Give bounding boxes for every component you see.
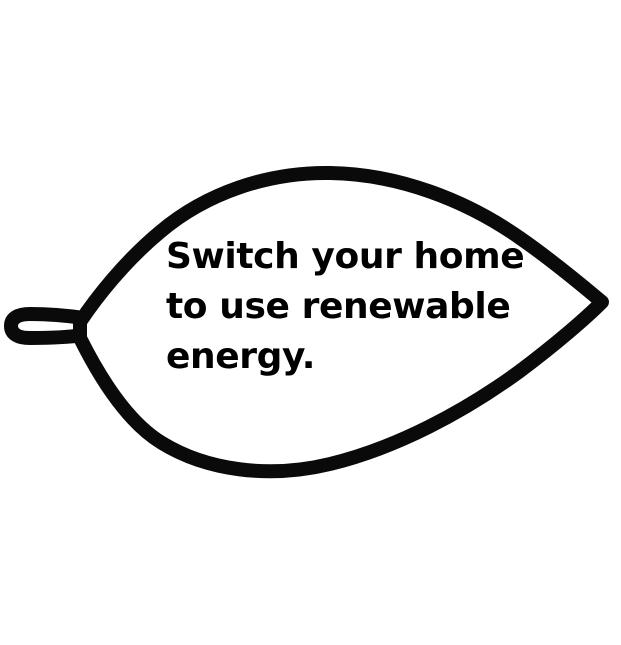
leaf-stem-shape [4,307,91,345]
caption-line-3: energy. [166,336,316,377]
caption-line-2: to use renewable [166,286,511,327]
leaf-body-shape [73,165,609,479]
caption-text-block: Switch your home to use renewable energy… [166,232,525,382]
caption-line-1: Switch your home [166,236,525,277]
